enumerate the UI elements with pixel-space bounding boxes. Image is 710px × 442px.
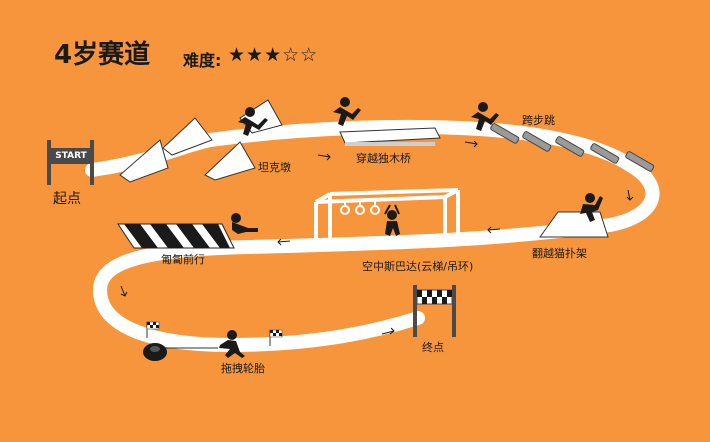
balance-beam [339,127,441,146]
start-label: 起点 [53,191,81,207]
step-logs [490,123,655,172]
page-title: 4岁赛道 [54,40,151,70]
station-label-cat: 翻越猫扑架 [532,247,587,260]
hanging-kid-icon [384,204,400,236]
hanging-rings [340,199,380,215]
difficulty-stars: ★★★☆☆ [228,44,319,66]
crawler-icon [231,213,258,234]
finish-label: 终点 [422,341,444,354]
difficulty-label: 难度: [183,51,222,70]
monkey-bars [314,188,460,247]
direction-arrows [120,140,634,335]
station-label-tank: 坦克墩 [258,161,291,174]
runner-icon [238,107,268,136]
finish-gate [413,285,456,337]
cat-frame [539,211,609,238]
station-label-crawl: 匍匐前行 [161,253,205,266]
start-gate-post-right [90,140,94,185]
flag-right [269,329,283,346]
station-label-monkey: 空中斯巴达(云梯/吊环) [362,260,474,273]
tank-blocks [119,99,283,183]
station-label-beam: 穿越独木桥 [356,152,411,165]
start-gate-post-left [47,140,51,185]
beam-runner-icon [333,97,361,126]
jumper-icon [471,102,499,131]
tire [143,343,218,361]
station-label-step: 跨步跳 [522,114,555,127]
flag-left [146,321,160,338]
station-label-tire: 拖拽轮胎 [221,362,265,375]
start-sign: START [50,148,92,164]
crawl-mat [117,223,235,249]
puller-icon [219,330,245,358]
climber-icon [580,193,603,222]
